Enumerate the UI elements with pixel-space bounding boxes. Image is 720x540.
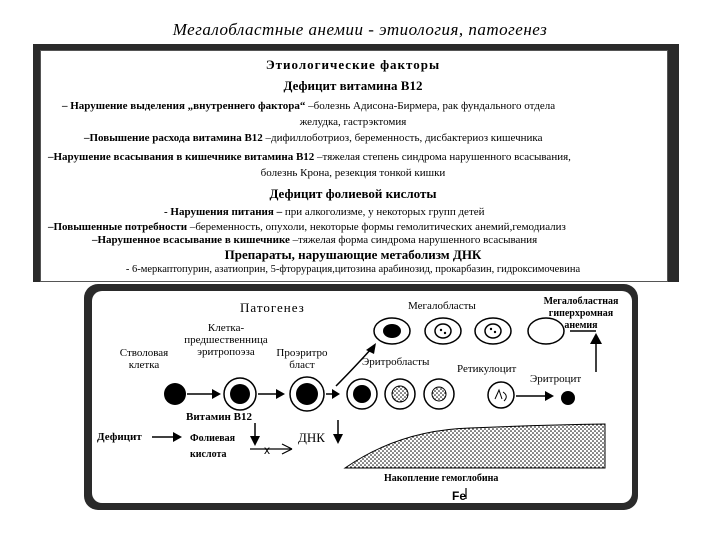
b12-heading: Дефицит витамина В12	[40, 78, 666, 94]
folic-line-1-bold: - Нарушения питания –	[164, 206, 283, 218]
vitamin-text: Витамин В	[186, 411, 241, 423]
dna-arrowhead	[333, 434, 343, 444]
reticulocyte-cell	[487, 381, 515, 409]
hemoglobin-area	[343, 423, 606, 469]
proerythroblast-label: Проэритро бласт	[270, 347, 334, 371]
b12-line-3-rest: –дифиллоботриоз, беременность, дисбактер…	[262, 132, 543, 144]
progenitor-cell	[223, 377, 257, 411]
anemia-arrowhead	[590, 333, 602, 344]
fe-label: Fe	[452, 489, 467, 503]
megaloblast-branch-line	[335, 347, 373, 387]
etiology-panel	[40, 50, 668, 282]
arrow-progenitor-proerythroblast-head	[276, 389, 285, 399]
megaloblast-cell-2	[424, 317, 462, 345]
folic-line-1: - Нарушения питания – при алкоголизме, у…	[164, 206, 485, 218]
pathogenesis-heading: Патогенез	[240, 300, 305, 315]
stem-cell-label: Стволовая клетка	[112, 347, 176, 371]
folic-line-2-bold: –Повышенные потребности	[48, 221, 188, 233]
folic-acid-label: Фолиевая кислота	[190, 433, 235, 461]
b12-line-1-rest: –болезнь Адисона-Бирмера, рак фундальног…	[305, 100, 556, 112]
arrow-reticulocyte-erythrocyte-head	[545, 391, 554, 401]
progenitor-label: Клетка- предшественница эритропоэза	[180, 322, 272, 358]
megaloblasts-label: Мегалобласты	[408, 300, 476, 312]
b12-line-4-bold: –Нарушение всасывания в кишечнике витами…	[48, 151, 315, 163]
b12-line-3: –Повышение расхода витамина В12 –дифилло…	[84, 132, 543, 144]
megaloblast-cell-3	[474, 317, 512, 345]
megaloblast-cell-4	[527, 317, 565, 345]
folic-dna-arrow-b	[281, 448, 293, 455]
megaloblast-cell-1	[373, 317, 411, 345]
page-title: Мегалобластные анемии - этиология, патог…	[172, 20, 548, 39]
hemoglobin-label: Накопление гемоглобина	[384, 473, 499, 484]
folic-dna-arrow-a	[281, 443, 293, 450]
proerythro-line-1: Проэритро	[276, 347, 328, 359]
folic-line-a: Фолиевая	[190, 433, 236, 444]
reticulocyte-label: Ретикулоцит	[457, 363, 517, 375]
stem-line-1: Стволовая	[119, 347, 169, 359]
folic-line-2: –Повышенные потребности –беременность, о…	[48, 221, 566, 233]
folic-heading: Дефицит фолиевой кислоты	[269, 186, 437, 201]
b12-line-3-bold: –Повышение расхода витамина В	[84, 132, 252, 144]
dna-label: ДНК	[298, 430, 325, 445]
b12-line-1: – Нарушение выделения „внутреннего факто…	[62, 100, 555, 112]
deficit-label: Дефицит	[97, 431, 142, 443]
folic-line-1-rest: при алкоголизме, у некоторых групп детей	[282, 206, 485, 218]
progenitor-line-1: Клетка-	[207, 322, 245, 334]
folic-line-3: –Нарушенное всасывание в кишечнике –тяже…	[92, 234, 537, 246]
folic-line-3-bold: –Нарушенное всасывание в кишечнике	[92, 234, 290, 246]
arrow-proerythroblast-erythroblast-head	[332, 389, 340, 399]
hyperchromic-line-2: гиперхромная	[548, 308, 614, 319]
stem-line-2: клетка	[128, 359, 160, 371]
hyperchromic-line-1: Мегалобластная	[543, 296, 619, 307]
b12-line-3-sub: 12	[251, 132, 263, 144]
proerythroblast-cell	[289, 376, 325, 412]
erythroblasts-label: Эритробласты	[362, 356, 430, 368]
vitamin-arrowhead	[250, 436, 260, 446]
progenitor-line-2: предшественница	[184, 334, 268, 346]
folic-line-b: кислота	[190, 449, 227, 460]
erythrocyte-label: Эритроцит	[530, 373, 582, 385]
deficit-arrowhead	[173, 432, 182, 442]
progenitor-line-3: эритропоэза	[197, 346, 255, 358]
erythroblast-cell-1	[346, 378, 378, 410]
hyperchromic-line-3: анемия	[564, 320, 598, 331]
folic-line-3-rest: –тяжелая форма синдрома нарушенного всас…	[289, 234, 538, 246]
proerythro-line-2: бласт	[289, 359, 315, 371]
hyperchromic-anemia-label: Мегалобластная гиперхромная анемия	[535, 296, 627, 332]
block-cross-icon: x	[264, 443, 270, 457]
b12-line-2: желудка, гастрэктомия	[299, 116, 407, 128]
vitamin-b12-label: Витамин В12	[186, 411, 252, 423]
folic-line-2-rest: –беременность, опухоли, некоторые формы …	[187, 221, 566, 233]
arrow-stem-progenitor-head	[212, 389, 221, 399]
megaloblast-branch-arrowhead	[366, 343, 376, 354]
b12-line-1-bold: – Нарушение выделения „внутреннего факто…	[62, 100, 306, 112]
drugs-line-1: - 6-меркаптопурин, азатиоприн, 5-фторура…	[125, 264, 581, 275]
erythrocyte-cell	[561, 391, 575, 405]
stem-cell	[164, 383, 186, 405]
vitamin-sub: 12	[240, 411, 252, 423]
b12-heading-text: Дефицит витамина В	[283, 78, 410, 93]
b12-line-5: болезнь Крона, резекция тонкой кишки	[260, 167, 446, 179]
erythroblast-cell-3	[423, 378, 455, 410]
b12-line-4-rest: –тяжелая степень синдрома нарушенного вс…	[314, 151, 571, 163]
b12-line-4: –Нарушение всасывания в кишечнике витами…	[48, 151, 571, 163]
erythroblast-cell-2	[384, 378, 416, 410]
etiology-heading: Этиологические факторы	[265, 57, 441, 72]
b12-heading-sub: 12	[409, 78, 423, 93]
drugs-heading: Препараты, нарушающие метаболизм ДНК	[224, 247, 482, 262]
